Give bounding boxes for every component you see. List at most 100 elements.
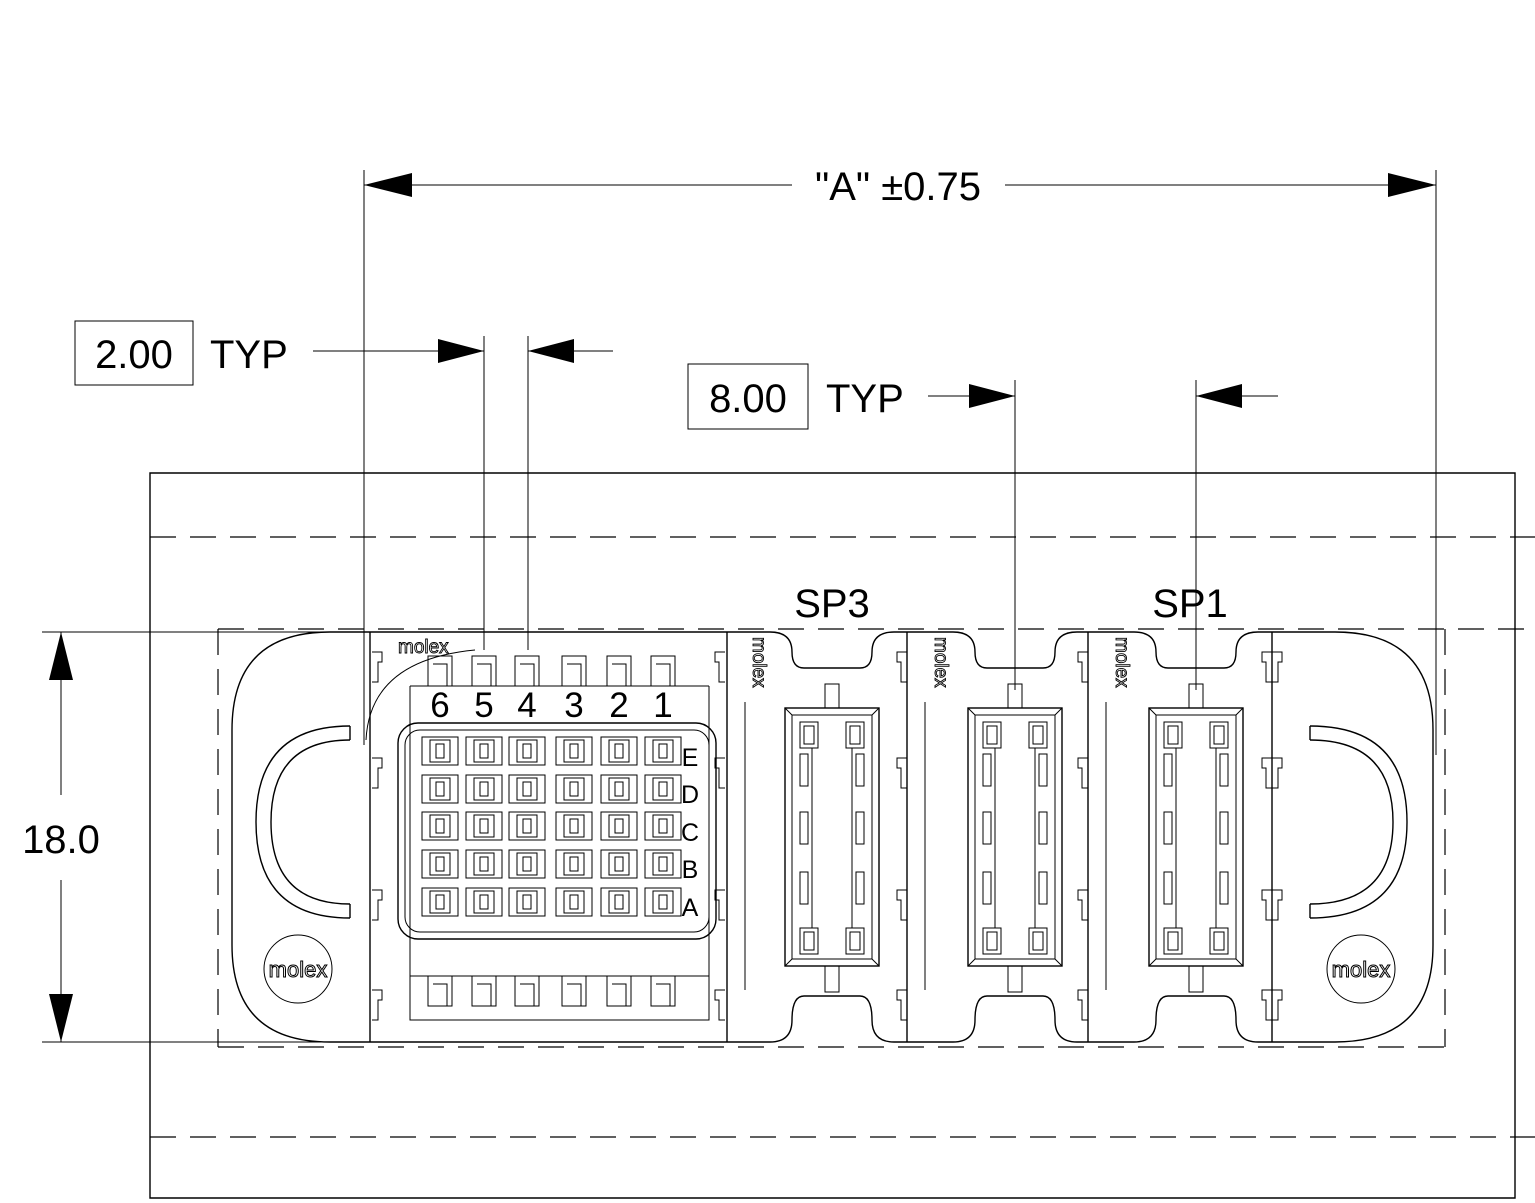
side-clip (714, 651, 725, 683)
side-clip (1272, 651, 1283, 683)
power-contact-inner (1155, 714, 1237, 960)
post (1188, 965, 1204, 993)
right-flange: molex (1272, 631, 1434, 1043)
contact-slot (982, 753, 992, 787)
pitch-value-box (74, 320, 194, 386)
row-label-c: C (681, 819, 699, 847)
dimension-a-label: "A" ±0.75 (815, 165, 981, 209)
notch (514, 655, 540, 687)
power-contact-inner (974, 714, 1056, 960)
height-label: 18.0 (22, 818, 100, 862)
contact-grid (421, 736, 682, 917)
power-contact-housing (784, 707, 880, 967)
corner-block (799, 927, 819, 955)
side-clip (372, 651, 383, 683)
corner-block (1209, 721, 1229, 749)
contact-pin (508, 811, 546, 841)
side-clip (372, 989, 383, 1021)
left-flange: molex (231, 631, 370, 1043)
corner-block (845, 721, 865, 749)
power-contact-housing (967, 707, 1063, 967)
power-module (727, 631, 908, 1043)
notch (427, 655, 453, 687)
side-clip (1261, 889, 1272, 921)
side-clip (1261, 651, 1272, 683)
contact-slot (1038, 753, 1048, 787)
contact-pin (421, 849, 459, 879)
bottom-notches (410, 975, 709, 1007)
row-labels: E D C B A (681, 744, 699, 922)
corner-block (1028, 927, 1048, 955)
side-clip (1272, 757, 1283, 789)
corner-block (1028, 721, 1048, 749)
molex-logo-left: molex (269, 957, 328, 982)
side-clip (1077, 651, 1088, 683)
contact-pin (555, 887, 593, 917)
dimension-module: 8.00 TYP (687, 363, 1278, 690)
dimension-a: "A" ±0.75 (363, 165, 1437, 755)
contact-pin (644, 887, 682, 917)
corner-block (982, 927, 1002, 955)
notch (514, 975, 540, 1007)
contact-pin (644, 811, 682, 841)
side-clip (896, 889, 907, 921)
contact-slot (982, 871, 992, 905)
dimension-height: 18.0 (22, 631, 370, 1043)
module-bottom-edge (1088, 995, 1272, 1043)
power-module (907, 631, 1089, 1043)
column-label-1: 1 (653, 686, 672, 725)
contact-pin (465, 811, 503, 841)
panel-cutout (217, 628, 1535, 1048)
molex-logo-right: molex (1332, 957, 1391, 982)
contact-pin (508, 849, 546, 879)
notch-inner (567, 663, 582, 686)
notch-inner (477, 663, 492, 686)
notch (606, 975, 632, 1007)
contact-slot (1163, 753, 1173, 787)
corner-block (845, 927, 865, 955)
contact-slot (1219, 871, 1229, 905)
contact-slot (982, 811, 992, 845)
contact-slot (1038, 871, 1048, 905)
contact-pin (465, 849, 503, 879)
row-label-e: E (682, 744, 699, 772)
contact-pin (600, 887, 638, 917)
side-clip (1077, 989, 1088, 1021)
post (824, 683, 840, 709)
contact-pin (465, 887, 503, 917)
post (1188, 683, 1204, 709)
contact-pin (421, 811, 459, 841)
contact-pin (644, 774, 682, 804)
side-clip (896, 989, 907, 1021)
contact-pin (555, 774, 593, 804)
side-clip (1272, 889, 1283, 921)
row-label-b: B (682, 856, 699, 884)
notch (561, 975, 587, 1007)
post (824, 965, 840, 993)
power-module (1088, 631, 1273, 1043)
side-clip (1272, 989, 1283, 1021)
side-clip (1077, 889, 1088, 921)
module-suffix: TYP (826, 377, 904, 421)
module-top-edge (907, 631, 1088, 669)
notch-inner (433, 983, 448, 1006)
contact-slot (799, 811, 809, 845)
notch-inner (612, 983, 627, 1006)
top-notches (410, 655, 709, 687)
signal-module: molex 6 5 4 3 2 1 E D C B A (365, 631, 1283, 1043)
module-value-box (687, 363, 809, 430)
molex-logo-vertical-1: molex (748, 637, 769, 688)
pitch-value: 2.00 (95, 333, 173, 377)
housing-outline (149, 472, 1535, 1199)
contact-pin (600, 849, 638, 879)
notch-inner (520, 663, 535, 686)
contact-pin (555, 811, 593, 841)
notch-inner (656, 663, 671, 686)
corner-block (1209, 927, 1229, 955)
contact-slot (1163, 871, 1173, 905)
notch (650, 975, 676, 1007)
side-clip (372, 757, 383, 789)
side-clip (1261, 989, 1272, 1021)
column-labels: 6 5 4 3 2 1 (430, 686, 672, 725)
contact-slot (855, 811, 865, 845)
